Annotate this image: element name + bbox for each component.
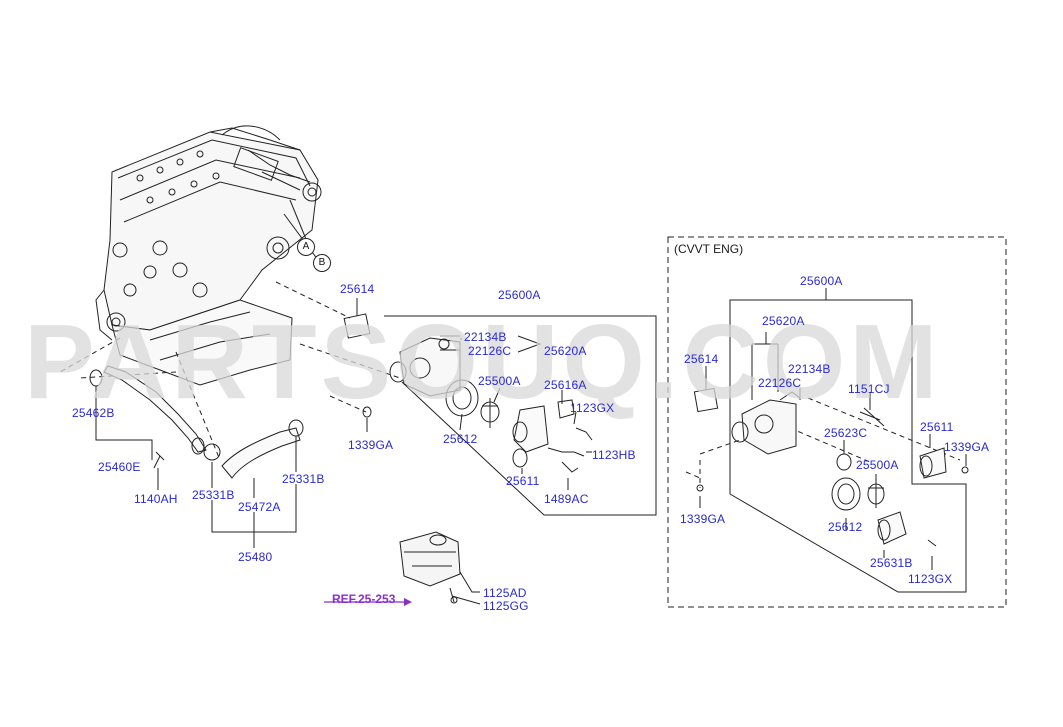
cvvt-part-label-25614[interactable]: 25614 (684, 352, 719, 366)
cvvt-frame (667, 236, 1007, 608)
part-label-25472a[interactable]: 25472A (238, 500, 281, 514)
cvvt-part-label-22126c[interactable]: 22126C (758, 376, 802, 390)
part-label-25600a[interactable]: 25600A (498, 288, 541, 302)
cvvt-part-label-1123gx[interactable]: 1123GX (908, 572, 953, 586)
cvvt-part-label-25623c[interactable]: 25623C (824, 426, 868, 440)
cvvt-part-label-22134b[interactable]: 22134B (788, 362, 831, 376)
engine-block-illustration (95, 125, 322, 386)
reference-link-25-253[interactable]: REF.25-253 (332, 592, 396, 606)
assembly-boundary-right (729, 299, 967, 593)
part-label-25500a[interactable]: 25500A (478, 374, 521, 388)
part-label-22134b[interactable]: 22134B (464, 330, 507, 344)
cvvt-part-label-1339ga-right[interactable]: 1339GA (944, 440, 990, 454)
part-label-1125gg[interactable]: 1125GG (483, 599, 529, 613)
cvvt-part-label-25611[interactable]: 25611 (920, 420, 954, 434)
part-label-1125ad[interactable]: 1125AD (483, 586, 527, 600)
section-title-cvvt: (CVVT ENG) (674, 242, 744, 256)
projection-lines (59, 281, 961, 488)
part-label-25611[interactable]: 25611 (506, 474, 540, 488)
callout-b: B (313, 254, 331, 272)
part-label-25460e[interactable]: 25460E (98, 460, 141, 474)
part-label-25480[interactable]: 25480 (238, 550, 273, 564)
cvvt-part-label-1339ga-left[interactable]: 1339GA (680, 512, 726, 526)
part-label-25462b[interactable]: 25462B (72, 406, 115, 420)
callout-a: A (297, 238, 315, 256)
part-label-1489ac[interactable]: 1489AC (544, 492, 589, 506)
cvvt-part-label-1151cj[interactable]: 1151CJ (848, 382, 890, 396)
leader-lines-right (699, 288, 967, 570)
part-label-22126c[interactable]: 22126C (468, 344, 512, 358)
assembly-boundary-left (384, 315, 657, 516)
coolant-reservoir-illustration (399, 531, 461, 604)
cvvt-part-label-25500a[interactable]: 25500A (856, 458, 899, 472)
leader-lines-left (95, 298, 592, 605)
part-label-25616a[interactable]: 25616A (544, 378, 587, 392)
cvvt-part-label-25612[interactable]: 25612 (828, 520, 863, 534)
part-label-25614[interactable]: 25614 (340, 282, 375, 296)
part-label-25620a[interactable]: 25620A (544, 344, 587, 358)
reference-arrow (324, 598, 412, 606)
thermostat-housing-left (343, 313, 593, 473)
part-label-1123gx[interactable]: 1123GX (570, 401, 615, 415)
part-label-1140ah[interactable]: 1140AH (134, 492, 178, 506)
cvvt-part-label-25600a[interactable]: 25600A (800, 274, 843, 288)
part-label-25331b-right[interactable]: 25331B (282, 472, 325, 486)
part-label-1339ga[interactable]: 1339GA (348, 438, 394, 452)
part-label-1123hb[interactable]: 1123HB (592, 448, 636, 462)
cvvt-part-label-25620a[interactable]: 25620A (762, 314, 805, 328)
cvvt-part-label-25631b[interactable]: 25631B (870, 556, 913, 570)
thermostat-housing-right (693, 387, 969, 547)
part-label-25331b-left[interactable]: 25331B (192, 488, 235, 502)
part-label-25612[interactable]: 25612 (443, 432, 478, 446)
